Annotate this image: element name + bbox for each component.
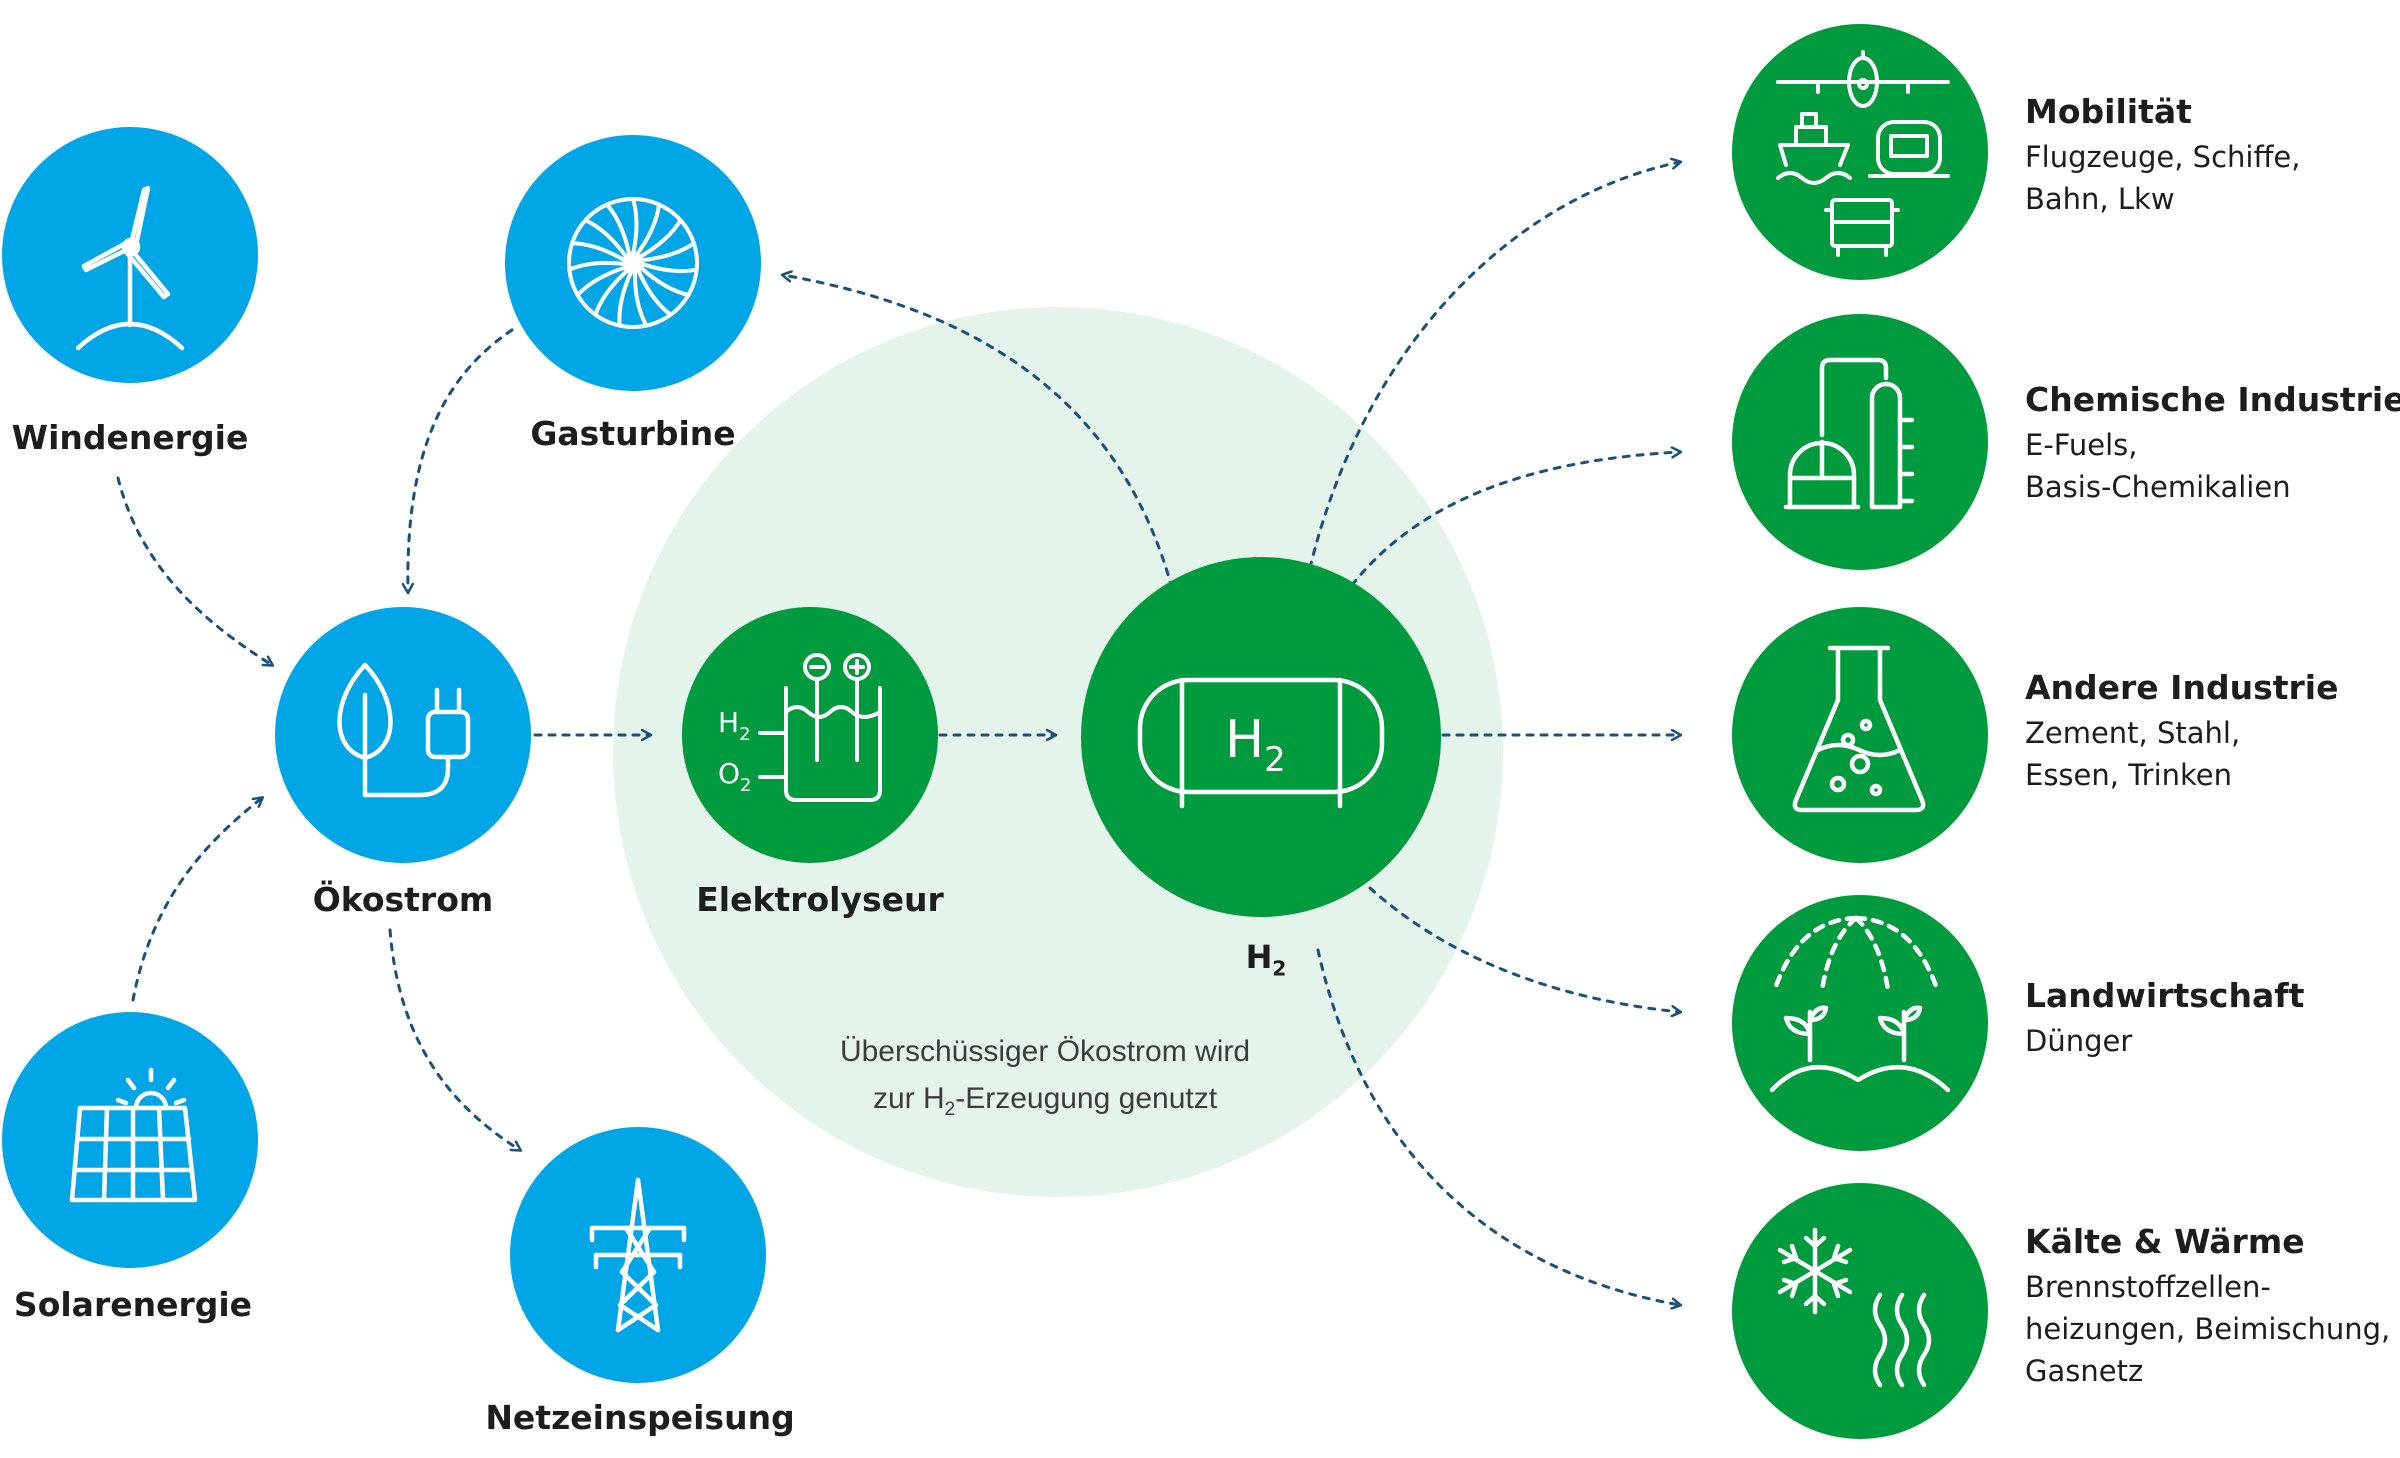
surplus-zone-circle — [613, 307, 1503, 1197]
wind-turbine-icon — [75, 185, 185, 351]
oekostrom-label: Ökostrom — [312, 880, 494, 919]
gasturbine-label: Gasturbine — [530, 414, 736, 453]
surplus-note: Überschüssiger Ökostrom wird zur H2-Erze… — [839, 1035, 1251, 1120]
sprinkler-plant-icon — [1769, 915, 1951, 1093]
leaf-plug-icon — [337, 662, 471, 798]
landwirtschaft-title: Landwirtschaft — [2025, 976, 2305, 1015]
electrolyzer-label: Elektrolyseur — [696, 880, 944, 919]
arrow-h2-to-waerme — [1316, 948, 1680, 1305]
arrow-h2-to-landwirtschaft — [1368, 886, 1680, 1012]
chemie-desc: E-Fuels,Basis-Chemikalien — [2025, 428, 2291, 504]
chemie-title: Chemische Industrie — [2025, 380, 2400, 419]
turbine-icon — [567, 197, 699, 329]
mobilitaet-desc: Flugzeuge, Schiffe,Bahn, Lkw — [2025, 140, 2301, 216]
flask-icon — [1792, 645, 1926, 813]
hydrogen-tank-text: H2 — [1225, 710, 1286, 780]
landwirtschaft-node — [1732, 895, 1988, 1151]
waerme-title: Kälte & Wärme — [2025, 1222, 2305, 1261]
mobilitaet-node — [1732, 24, 1988, 280]
arrow-wind-to-oekostrom — [116, 476, 272, 665]
arrow-h2-to-gasturbine — [783, 275, 1174, 590]
hydrogen-node — [1081, 557, 1441, 917]
arrow-h2-to-mobilitaet — [1308, 162, 1680, 570]
chemical-plant-icon — [1783, 357, 1915, 510]
arrow-gasturbine-to-oekostrom — [408, 328, 514, 592]
waerme-desc: Brennstoffzellen-heizungen, Beimischung,… — [2025, 1270, 2391, 1388]
wind-label: Windenergie — [11, 418, 249, 457]
hydrogen-tank-icon — [1137, 677, 1385, 809]
solar-panel-icon — [69, 1067, 198, 1203]
waerme-node — [1732, 1183, 1988, 1439]
snowflake-heat-icon — [1777, 1227, 1932, 1388]
industrie-node — [1732, 607, 1988, 863]
chemie-node — [1732, 314, 1988, 570]
electrolyzer-o2-text: O2 — [718, 757, 752, 796]
hydrogen-label: H2 — [1245, 938, 1287, 981]
industrie-title: Andere Industrie — [2025, 668, 2339, 707]
connector-arrows — [116, 162, 1680, 1305]
arrow-solar-to-oekostrom — [131, 798, 262, 1002]
oekostrom-node — [275, 607, 531, 863]
power-pylon-icon — [589, 1177, 687, 1333]
transport-icon — [1776, 50, 1950, 257]
electrolyzer-icon — [758, 653, 882, 802]
landwirtschaft-desc: Dünger — [2025, 1024, 2133, 1058]
industrie-desc: Zement, Stahl,Essen, Trinken — [2025, 716, 2241, 792]
arrow-h2-to-chemie — [1350, 452, 1680, 587]
netz-label: Netzeinspeisung — [485, 1398, 795, 1437]
arrow-oekostrom-to-netz — [388, 928, 520, 1150]
electrolyzer-h2-text: H2 — [718, 706, 751, 745]
mobilitaet-title: Mobilität — [2025, 92, 2192, 131]
solar-label: Solarenergie — [13, 1285, 253, 1324]
